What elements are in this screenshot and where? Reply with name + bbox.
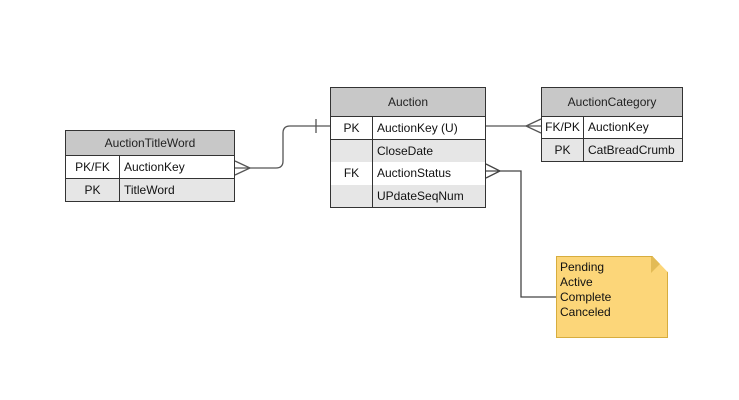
entity-row: PK/FK AuctionKey	[66, 156, 234, 179]
connector-status-to-note	[485, 163, 556, 298]
crows-foot-many	[524, 118, 542, 134]
note-line: Pending	[560, 260, 605, 274]
field-label: AuctionStatus	[377, 166, 452, 180]
key-label: FK/PK	[542, 117, 584, 138]
connector-category-to-auction	[486, 118, 542, 134]
entity-title: AuctionCategory	[542, 88, 682, 117]
note-lines: Pending Active Complete Canceled	[560, 260, 611, 320]
key-label: PK/FK	[66, 156, 120, 178]
field-label: AuctionKey (U)	[377, 121, 458, 135]
field-label: CloseDate	[377, 144, 434, 158]
entity-row: FK/PK AuctionKey	[542, 117, 682, 139]
key-label: FK	[331, 162, 373, 185]
entity-title: AuctionTitleWord	[66, 131, 234, 156]
field-label: TitleWord	[124, 183, 175, 197]
entity-row: PK CatBreadCrumb	[542, 139, 682, 161]
entity-row: UPdateSeqNum	[331, 185, 485, 207]
field-label: CatBreadCrumb	[588, 143, 675, 157]
field-label: AuctionKey	[124, 160, 185, 174]
entity-row: PK TitleWord	[66, 179, 234, 201]
key-label	[331, 140, 373, 162]
key-label: PK	[66, 179, 120, 201]
entity-title: Auction	[331, 88, 485, 117]
entity-auction-title-word[interactable]: AuctionTitleWord PK/FK AuctionKey PK Tit…	[65, 130, 235, 202]
entity-row: PK AuctionKey (U)	[331, 117, 485, 140]
key-label: PK	[331, 117, 373, 139]
key-label	[331, 185, 373, 207]
entity-auction-category[interactable]: AuctionCategory FK/PK AuctionKey PK CatB…	[541, 87, 683, 162]
key-label: PK	[542, 139, 584, 161]
crows-foot-many	[485, 163, 502, 179]
note-line: Complete	[560, 290, 612, 304]
crows-foot-many	[234, 160, 252, 176]
field-label: AuctionKey	[588, 120, 649, 134]
connector-title-word-to-auction	[234, 119, 330, 176]
note-line: Active	[560, 275, 593, 289]
status-note[interactable]: Pending Active Complete Canceled	[556, 256, 668, 338]
note-line: Canceled	[560, 305, 611, 319]
entity-row: CloseDate	[331, 140, 485, 162]
entity-row: FK AuctionStatus	[331, 162, 485, 185]
field-label: UPdateSeqNum	[377, 189, 464, 203]
entity-auction[interactable]: Auction PK AuctionKey (U) CloseDate FK A…	[330, 87, 486, 208]
